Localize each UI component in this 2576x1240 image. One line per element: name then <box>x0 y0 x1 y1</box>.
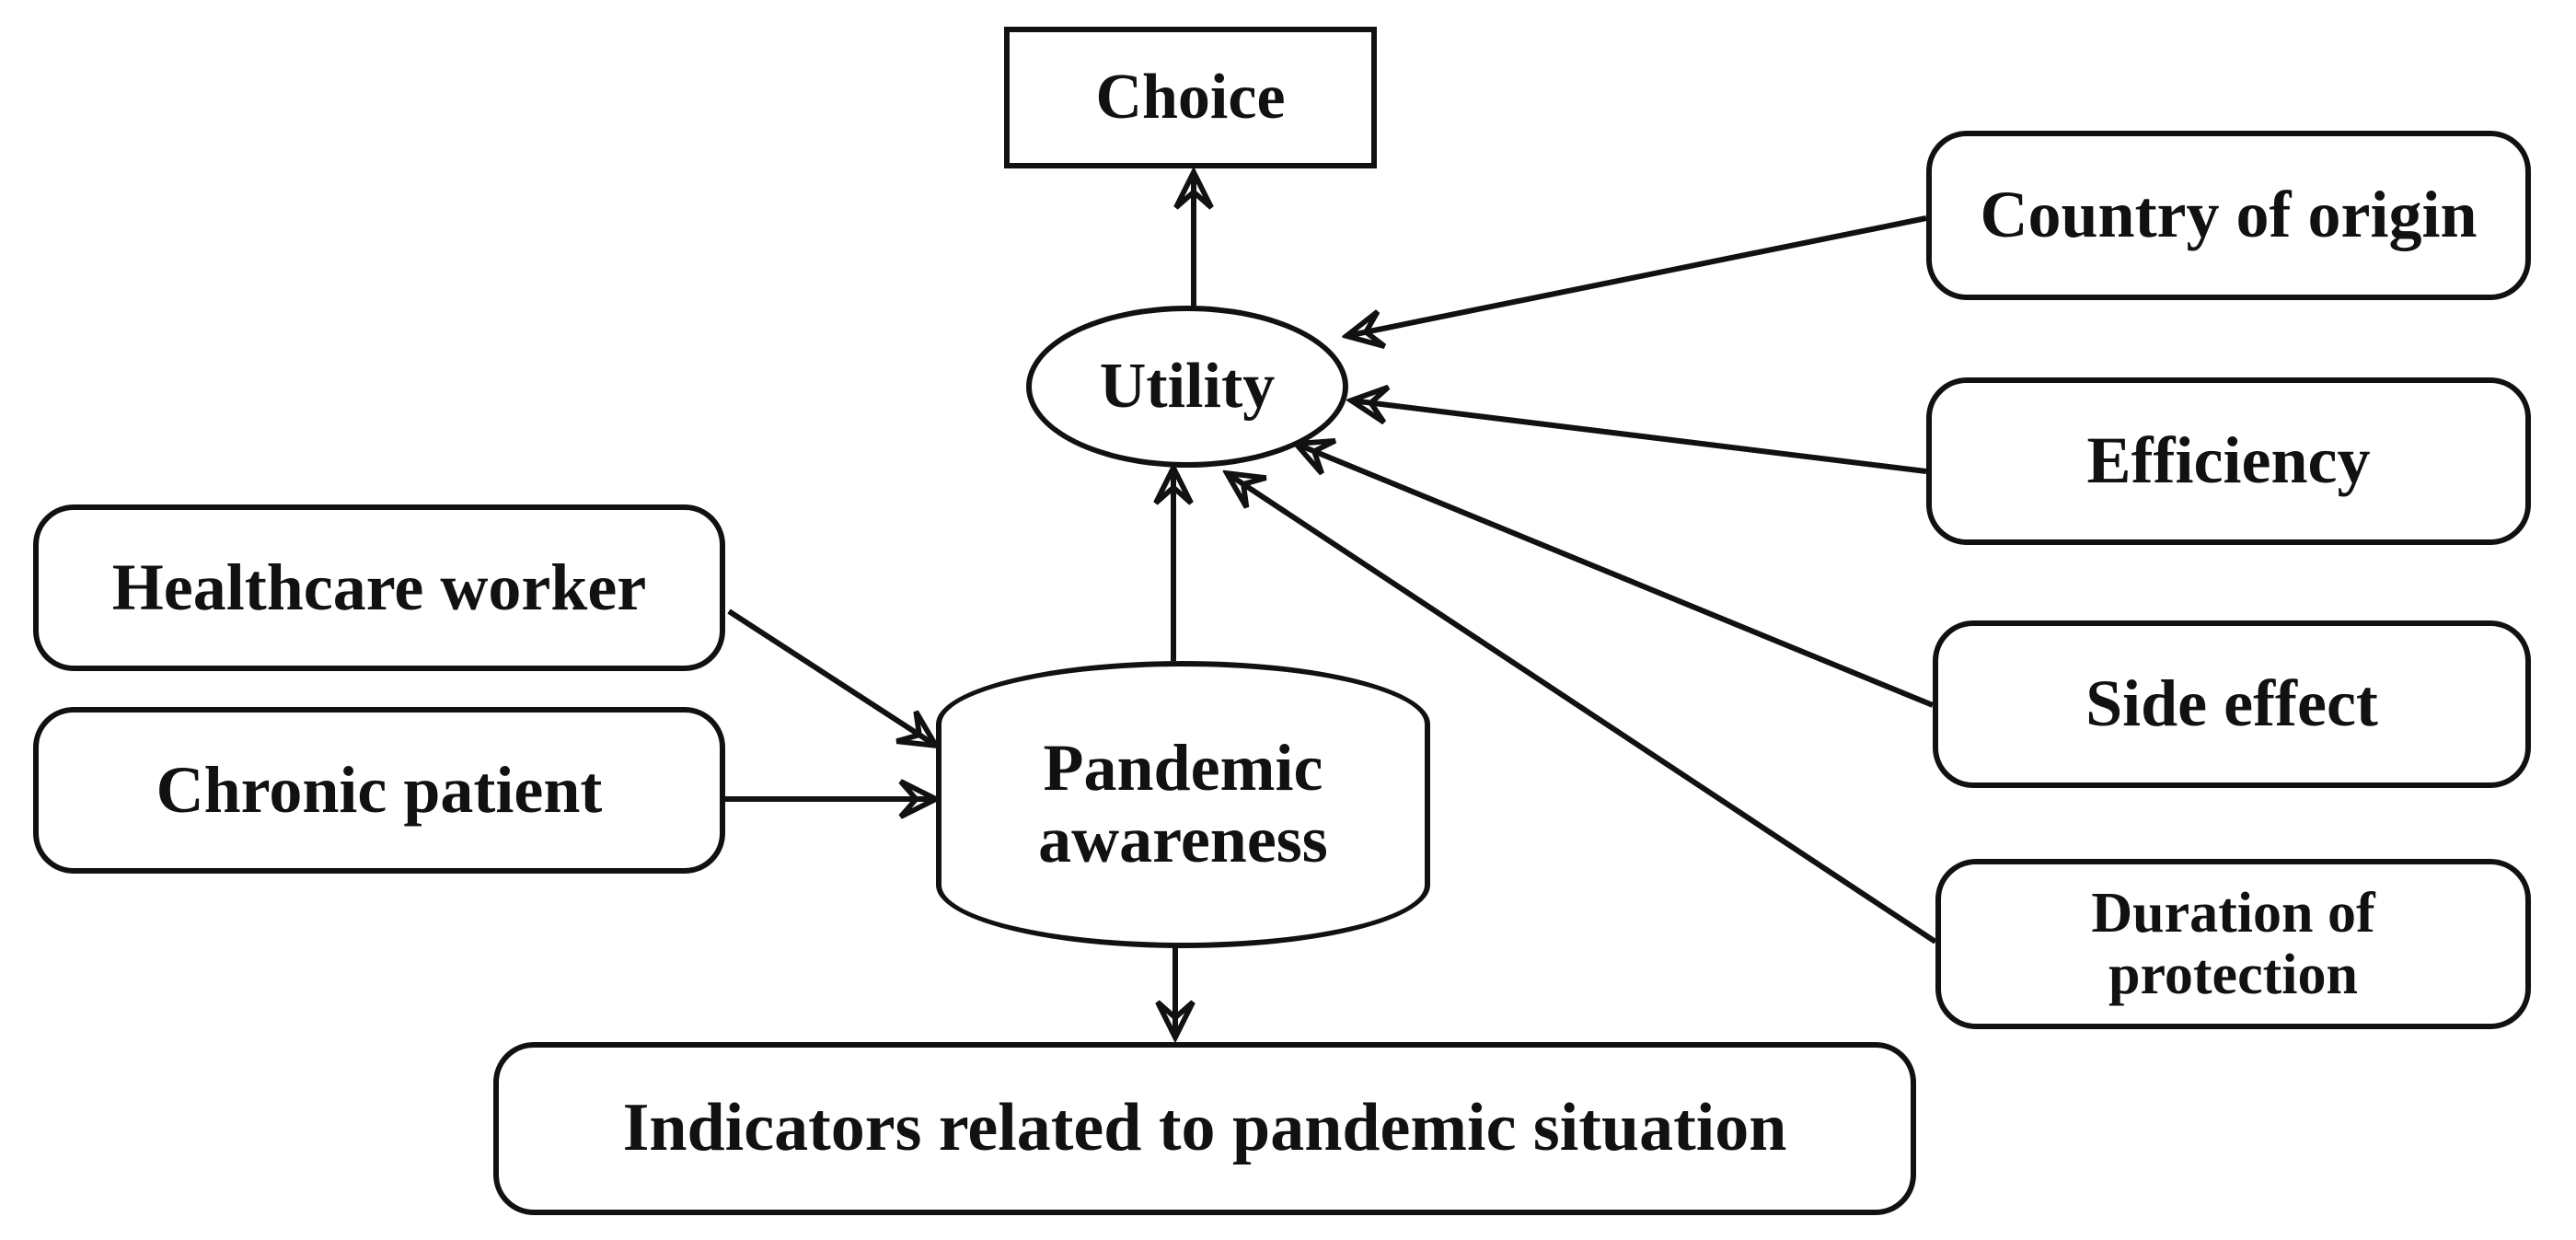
pandemic-awareness-node: Pandemic awareness <box>936 661 1430 948</box>
country-of-origin-label: Country of origin <box>1980 178 2478 252</box>
chronic-patient-label: Chronic patient <box>156 752 603 827</box>
duration-of-protection-node: Duration of protection <box>1935 859 2531 1029</box>
pandemic-awareness-label: Pandemic awareness <box>1038 731 1328 876</box>
side-effect-node: Side effect <box>1933 620 2531 788</box>
edge-side-effect-to-utility <box>1296 444 1935 708</box>
side-effect-label: Side effect <box>2085 666 2378 741</box>
efficiency-node: Efficiency <box>1926 377 2531 545</box>
healthcare-worker-node: Healthcare worker <box>33 504 725 671</box>
utility-label: Utility <box>1099 351 1276 423</box>
edge-efficiency-to-utility <box>1351 400 1927 474</box>
utility-node: Utility <box>1026 306 1348 468</box>
indicators-label: Indicators related to pandemic situation <box>622 1090 1787 1166</box>
efficiency-label: Efficiency <box>2086 423 2371 498</box>
chronic-patient-node: Chronic patient <box>33 707 725 874</box>
edge-healthcare-to-awareness <box>727 608 936 746</box>
choice-node: Choice <box>1004 27 1377 168</box>
edge-duration-to-utility <box>1227 473 1937 944</box>
country-of-origin-node: Country of origin <box>1926 131 2531 300</box>
duration-of-protection-label: Duration of protection <box>2091 881 2375 1006</box>
indicators-node: Indicators related to pandemic situation <box>493 1042 1916 1215</box>
choice-label: Choice <box>1095 62 1286 133</box>
healthcare-worker-label: Healthcare worker <box>111 550 647 624</box>
edge-country-to-utility <box>1346 215 1927 336</box>
